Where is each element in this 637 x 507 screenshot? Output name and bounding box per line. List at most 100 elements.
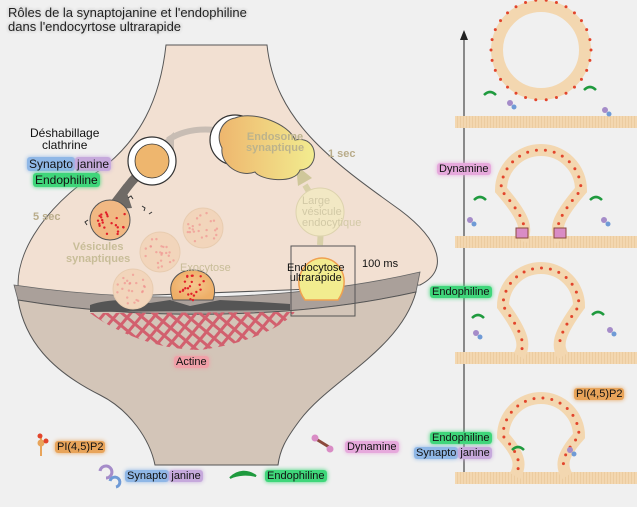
- pip2-headgroup: [524, 96, 528, 100]
- neurotransmitter-dot: [126, 279, 129, 283]
- neurotransmitter-dot: [192, 294, 196, 297]
- endophilin-stage-pit: [496, 262, 586, 360]
- synaptojanin-molecule: [567, 447, 573, 453]
- pip2-headgroup: [570, 282, 574, 286]
- presynaptic-terminal: [17, 44, 438, 301]
- neurotransmitter-dot: [110, 222, 113, 225]
- endophilin-stage-tag: Endophiline: [430, 286, 492, 298]
- neurotransmitter-dot: [200, 236, 204, 239]
- neurotransmitter-dot: [186, 230, 189, 234]
- pip2-headgroup: [575, 307, 579, 311]
- pip2-headgroup: [508, 314, 512, 318]
- large-vesicle-line-3: endocytique: [302, 217, 362, 229]
- pip2-headgroup: [561, 462, 565, 466]
- synaptojanin-molecule: [471, 221, 477, 227]
- endophilin-molecule: [471, 313, 485, 319]
- dynamin-icon: [311, 434, 334, 453]
- actin-network: [90, 312, 295, 350]
- legend-janine-text: janine: [169, 470, 203, 482]
- neurotransmitter-dot: [150, 238, 154, 241]
- neurotransmitter-dot: [183, 280, 187, 283]
- pip2-headgroup: [548, 267, 552, 271]
- neurotransmitter-dot: [190, 292, 193, 295]
- pip2-headgroup: [575, 421, 579, 425]
- synaptojanin-icon: [98, 464, 122, 489]
- neurotransmitter-dot: [100, 216, 103, 219]
- neurotransmitter-dot: [191, 228, 194, 231]
- neurotransmitter-dot: [159, 251, 162, 254]
- neurotransmitter-dot: [121, 287, 124, 291]
- pip2-headgroup: [579, 184, 583, 188]
- pip2-headgroup: [567, 160, 571, 164]
- neurotransmitter-dot: [116, 291, 119, 294]
- neurotransmitter-dot: [142, 284, 146, 288]
- pip2-headgroup: [571, 413, 575, 417]
- synaptic-vesicles-line-1: Vésicules: [72, 241, 124, 253]
- neurotransmitter-dot: [160, 265, 164, 268]
- plasma-membrane: [455, 116, 637, 128]
- pip2-headgroup: [564, 276, 568, 280]
- bottom-endophilin-label: Endophiline: [430, 432, 492, 444]
- pip2-headgroup: [572, 85, 576, 89]
- endophilin-tag: Endophiline: [33, 173, 100, 187]
- pip2-headgroup: [516, 458, 520, 462]
- endophilin-stage-label: Endophiline: [430, 286, 492, 298]
- neurotransmitter-dot: [157, 266, 160, 269]
- pip2-headgroup: [508, 199, 512, 203]
- neurotransmitter-dot: [197, 229, 200, 233]
- neurotransmitter-dot: [98, 222, 101, 226]
- neurotransmitter-dot: [106, 215, 109, 218]
- pip2-headgroup: [585, 28, 589, 32]
- pip2-headgroup: [501, 175, 505, 179]
- pip2-headgroup: [515, 275, 519, 279]
- synaptojanin-molecule: [601, 217, 607, 223]
- neurotransmitter-dot: [188, 230, 192, 234]
- neurotransmitter-dot: [101, 221, 104, 224]
- neurotransmitter-dot: [100, 213, 103, 216]
- neurotransmitter-dot: [135, 281, 138, 285]
- neurotransmitter-dot: [96, 219, 100, 222]
- pip2-headgroup: [508, 442, 512, 446]
- legend-dynamin: Dynamine: [345, 441, 399, 453]
- pip2-headgroup: [588, 58, 592, 62]
- neurotransmitter-dot: [184, 287, 187, 290]
- neurotransmitter-dot: [133, 301, 136, 304]
- synaptojanin-molecule: [605, 221, 611, 227]
- synaptojanin-molecule: [606, 111, 612, 117]
- neurotransmitter-dot: [103, 226, 106, 229]
- pip2-headgroup: [505, 418, 509, 422]
- uncoating-line-2: clathrine: [42, 138, 88, 152]
- pip2-headgroup: [508, 281, 512, 285]
- pip2-headgroup: [509, 410, 513, 414]
- neurotransmitter-dot: [116, 232, 119, 236]
- pip2-headgroup: [570, 314, 574, 318]
- clathrin-fragments: [84, 195, 153, 226]
- janine-tag: janine: [75, 157, 112, 171]
- ultrafast-label: Endocytose ultrarapide: [287, 262, 345, 284]
- neurotransmitter-dot: [156, 261, 160, 265]
- pip2-icon: [37, 433, 49, 456]
- pip2-stage-tag: PI(4,5)P2: [574, 388, 625, 400]
- pip2-headgroup: [506, 11, 510, 15]
- neurotransmitter-dot: [192, 230, 196, 233]
- dynamin-collar: [515, 227, 529, 239]
- pip2-headgroup: [543, 148, 547, 152]
- pip2-headgroup: [524, 0, 528, 4]
- ultrafast-line-1: Endocytose: [287, 262, 345, 274]
- pip2-headgroup: [518, 213, 522, 217]
- time-axis-arrowhead: [460, 30, 468, 40]
- neurotransmitter-dot: [205, 211, 208, 215]
- pip2-headgroup: [554, 96, 558, 100]
- ultrafast-pit: [298, 257, 345, 301]
- neurotransmitter-dot: [187, 293, 190, 296]
- pip2-headgroup: [502, 435, 506, 439]
- neurotransmitter-dot: [137, 299, 140, 303]
- neurotransmitter-dot: [212, 237, 216, 240]
- pip2-headgroup: [520, 338, 524, 342]
- neurotransmitter-dot: [205, 228, 208, 232]
- endophilin-molecule: [473, 195, 487, 201]
- pip2-headgroup: [564, 5, 568, 9]
- neurotransmitter-dot: [186, 274, 189, 278]
